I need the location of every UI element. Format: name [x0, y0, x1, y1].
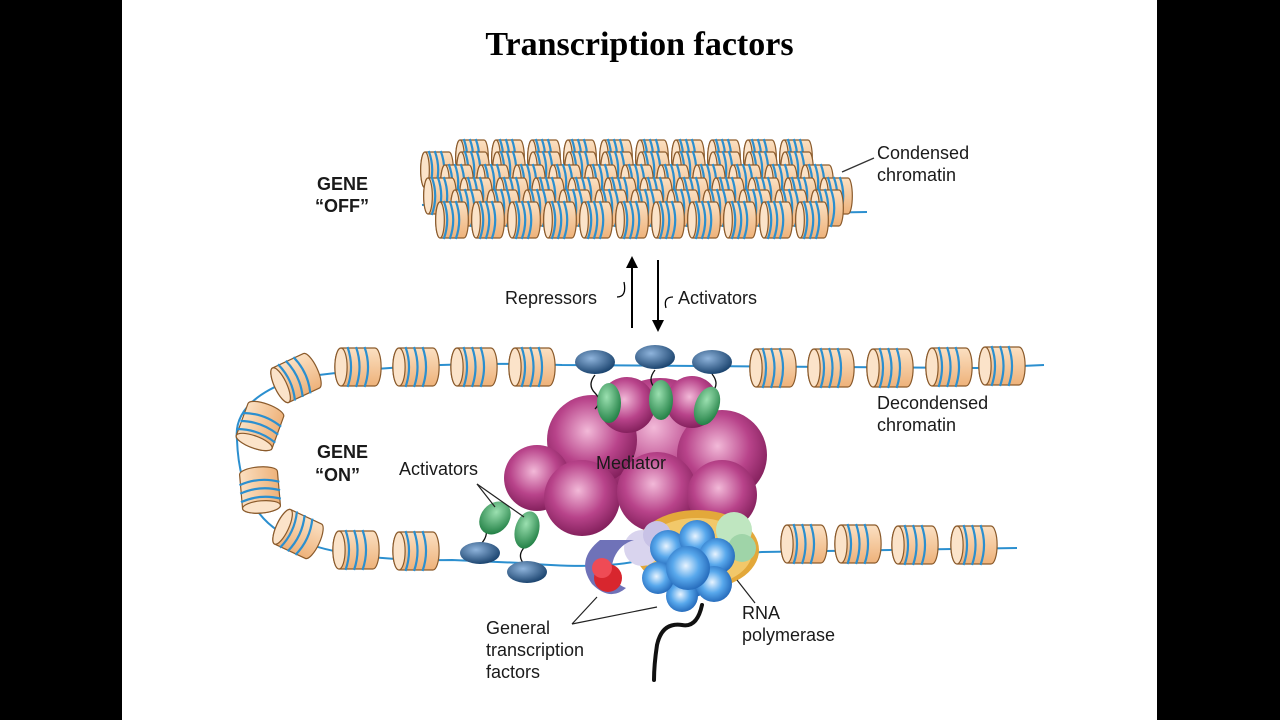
activator-activation-domain [649, 380, 673, 420]
nucleosome [795, 200, 829, 240]
nucleosome [235, 400, 285, 452]
activator-activation-domain [514, 511, 540, 549]
activators-pointer-line [476, 483, 525, 518]
nucleosome [687, 200, 721, 240]
general-tf-label-line1: General [486, 618, 550, 638]
repressors-label: Repressors [505, 288, 597, 308]
condensed-chromatin [420, 138, 868, 240]
general-tf-label-line3: factors [486, 662, 540, 682]
rna-polymerase [642, 520, 735, 682]
slide-title: Transcription factors [485, 26, 794, 63]
nucleosome [651, 200, 685, 240]
mediator-complex [504, 376, 767, 536]
activators-side-label: Activators [399, 459, 478, 479]
rna-polymerase-label-line2: polymerase [742, 625, 835, 645]
mediator-label: Mediator [596, 453, 666, 473]
activators-pointer-line [476, 483, 496, 508]
upper-activators [575, 345, 732, 426]
nucleosome [238, 466, 282, 514]
nucleosome [450, 346, 498, 388]
activator-dna-binding-domain [692, 350, 732, 374]
nucleosome [759, 200, 793, 240]
nucleosome [392, 530, 440, 572]
nucleosome [543, 200, 577, 240]
activators-arrow-label: Activators [678, 288, 757, 308]
nucleosome [978, 345, 1026, 387]
rna-transcript [652, 603, 704, 682]
nucleosome [807, 347, 855, 389]
nucleosome [950, 524, 998, 566]
gtf-pointer-line [571, 606, 658, 625]
gene-on-label-line1: GENE [317, 442, 368, 462]
decondensed-label-line2: chromatin [877, 415, 956, 435]
condensed-leader-line [841, 157, 875, 173]
activator-dna-binding-domain [507, 561, 547, 583]
gene-off-label-line1: GENE [317, 174, 368, 194]
activator-activation-domain [693, 386, 721, 426]
nucleosome [508, 346, 556, 388]
nucleosome [749, 347, 797, 389]
nucleosome [866, 347, 914, 389]
decondensed-label-line1: Decondensed [877, 393, 988, 413]
down-arrow-icon [652, 320, 664, 332]
nucleosome [925, 346, 973, 388]
equilibrium-arrows [616, 256, 674, 332]
nucleosome [507, 200, 541, 240]
gene-off-label-line2: “OFF” [315, 196, 369, 216]
nucleosome [435, 200, 469, 240]
condensed-label-line2: chromatin [877, 165, 956, 185]
transcription-diagram: GENE “OFF” Condensed chromatin Repressor… [235, 138, 1045, 682]
nucleosome [579, 200, 613, 240]
nucleosome [834, 523, 882, 565]
nucleosome [270, 352, 322, 404]
activator-dna-binding-domain [460, 542, 500, 564]
activator-dna-binding-domain [575, 350, 615, 374]
nucleosome [780, 523, 828, 565]
condensed-label-line1: Condensed [877, 143, 969, 163]
nucleosome [332, 529, 380, 571]
polymerase-pointer-line [736, 579, 756, 604]
general-tf-label-line2: transcription [486, 640, 584, 660]
nucleosome [334, 346, 382, 388]
nucleosome [272, 508, 324, 560]
decondensed-chromatin [235, 345, 1045, 572]
activator-activation-domain [479, 501, 511, 535]
activator-dna-binding-domain [635, 345, 675, 369]
gene-on-label-line2: “ON” [315, 465, 360, 485]
slide: Transcription factors [122, 0, 1157, 720]
up-arrow-icon [626, 256, 638, 268]
activator-activation-domain [597, 383, 621, 423]
nucleosome [392, 346, 440, 388]
lower-activators [460, 501, 547, 583]
rna-polymerase-label-line1: RNA [742, 603, 780, 623]
nucleosome [723, 200, 757, 240]
nucleosome [891, 524, 939, 566]
nucleosome [471, 200, 505, 240]
nucleosome [615, 200, 649, 240]
gtf-pointer-line [571, 596, 598, 625]
